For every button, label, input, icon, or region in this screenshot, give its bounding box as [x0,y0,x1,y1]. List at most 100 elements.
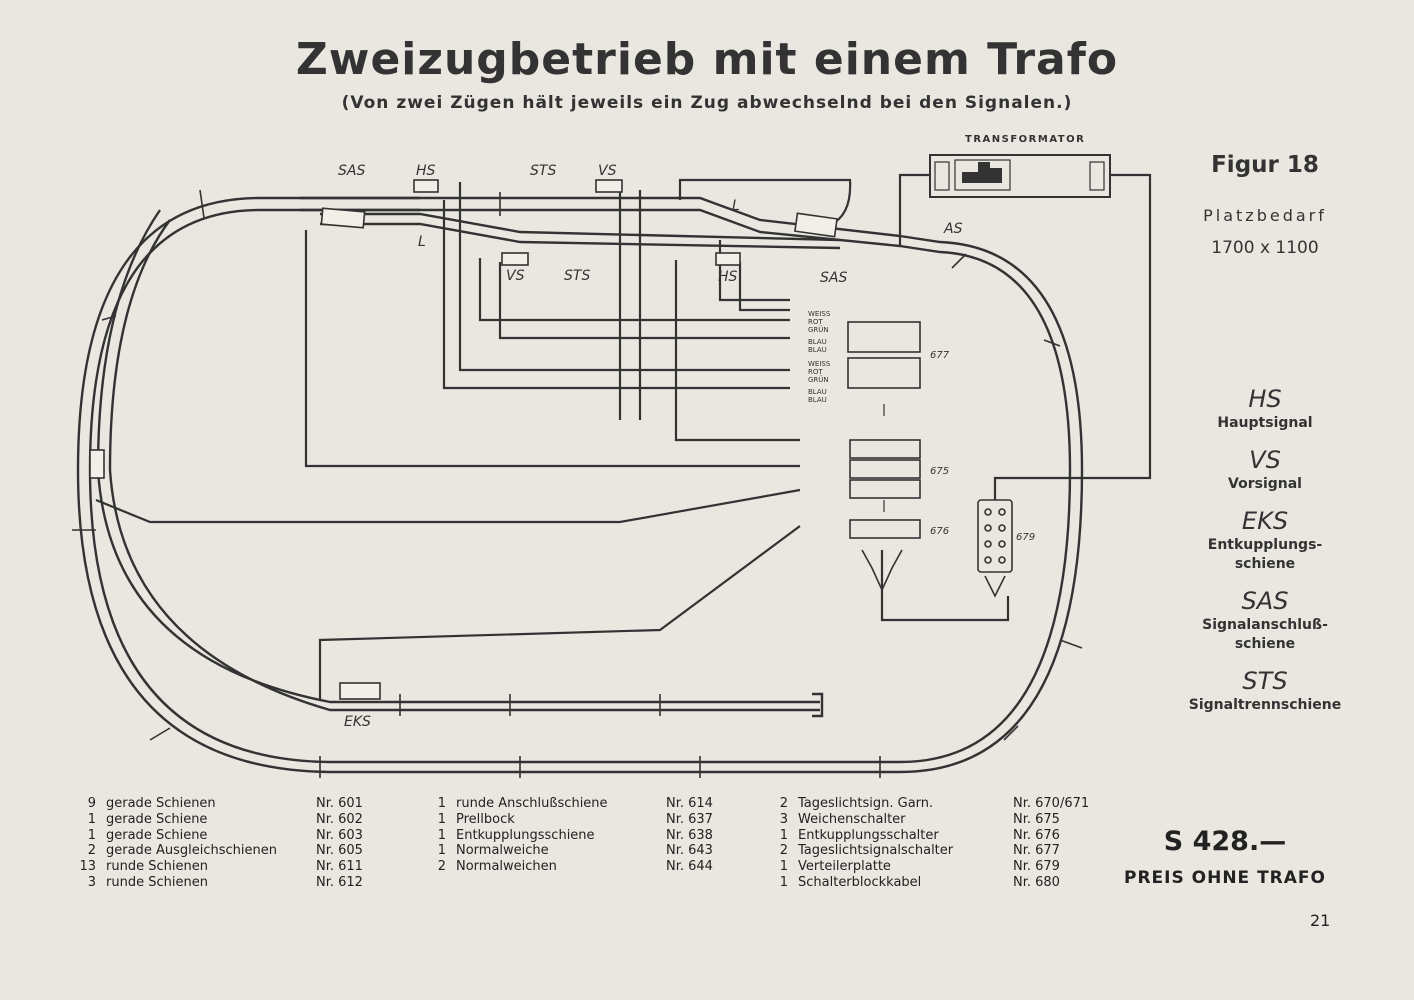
part-number: Nr. 614 [666,796,713,811]
label-l1: L [418,234,426,250]
part-quantity: 1 [779,859,788,875]
part-quantity: 1 [437,827,446,843]
wire-color-a1: WEISS [808,310,831,318]
label-sas-mid: SAS [820,270,847,286]
part-quantity: 3 [779,811,788,827]
parts-row: 1 runde Anschlußschiene Nr. 614 [424,796,736,812]
part-name: gerade Schiene [106,811,208,827]
part-name: Normalweichen [456,859,557,875]
part-number: Nr. 680 [1013,874,1060,890]
part-name: Weichenschalter [798,811,906,827]
parts-row: 9 gerade Schienen Nr. 601 [74,796,386,812]
price: S 428.— [1163,826,1287,857]
part-name: Verteilerplatte [798,859,891,875]
wire-color-a5: BLAU [808,346,827,354]
part-quantity: 1 [437,843,446,859]
legend-abbr-hs: HS [1248,385,1282,413]
legend-abbr-sas: SAS [1241,587,1289,615]
part-number: Nr. 679 [1013,859,1060,875]
part-number: Nr. 638 [666,827,713,843]
legend-desc-sas: Signalanschluß- schiene [1202,617,1328,652]
part-number: Nr. 602 [316,811,363,827]
label-l2: L [732,198,740,214]
label-hs-mid: HS [718,269,738,285]
device-number-679: 679 [1016,532,1035,543]
part-name: runde Anschlußschiene [456,796,608,811]
part-number: Nr. 677 [1013,843,1060,859]
part-name: Tageslichtsign. Garn. [798,796,934,811]
part-quantity: 9 [87,796,96,811]
part-name: gerade Schiene [106,827,208,843]
price-note: PREIS OHNE TRAFO [1124,868,1326,888]
part-name: Entkupplungsschalter [798,827,939,843]
parts-row: 1 Verteilerplatte Nr. 679 [766,859,1103,875]
wire-color-a4: BLAU [808,338,827,346]
outer-track-rail [76,196,1084,774]
wire-color-a3: GRÜN [808,325,829,334]
figure-number: Figur 18 [1211,152,1319,178]
label-vs-top: VS [598,163,617,179]
part-name: runde Schienen [106,859,208,875]
wire-color-a2: ROT [808,318,823,326]
legend-abbr-vs: VS [1249,446,1281,474]
label-hs-top: HS [416,163,436,179]
parts-row: 1 Entkupplungsschiene Nr. 638 [424,828,736,844]
inner-curve-rail [96,209,820,704]
part-number: Nr. 601 [316,796,363,811]
part-name: gerade Ausgleichschienen [106,843,277,859]
part-name: Normalweiche [456,843,549,859]
outer-track-rail-inner [88,208,1072,764]
part-quantity: 3 [87,874,96,890]
switch-blocks [847,321,1013,598]
space-value: 1700 x 1100 [1211,238,1319,258]
parts-row: 3 Weichenschalter Nr. 675 [766,812,1103,828]
part-quantity: 1 [779,827,788,843]
part-name: Tageslichtsignalschalter [798,843,954,859]
part-name: Entkupplungsschiene [456,827,595,843]
part-quantity: 1 [779,874,788,890]
page-subtitle: (Von zwei Zügen hält jeweils ein Zug abw… [341,93,1073,113]
label-vs-mid: VS [506,268,525,284]
part-quantity: 2 [437,859,446,875]
wire-color-b3: GRÜN [808,375,829,384]
legend-desc-eks: Entkupplungs- schiene [1207,537,1323,572]
inner-loop-rail-2 [320,222,841,250]
wire-color-b1: WEISS [808,360,831,368]
part-quantity: 1 [437,796,446,811]
part-number: Nr. 675 [1013,811,1060,827]
label-eks: EKS [344,714,371,730]
inner-curve-rail-2 [108,219,820,712]
parts-row: 2 Normalweichen Nr. 644 [424,859,736,875]
part-number: Nr. 676 [1013,827,1060,843]
page-title: Zweizugbetrieb mit einem Trafo [295,34,1119,85]
label-sas-top: SAS [338,163,365,179]
transformer: TRANSFORMATOR [929,134,1111,198]
part-name: Prellbock [456,811,515,827]
device-number-675: 675 [930,466,949,477]
part-number: Nr. 644 [666,859,713,875]
part-quantity: 13 [79,859,96,875]
part-number: Nr. 605 [316,843,363,859]
parts-row: 1 Entkupplungsschalter Nr. 676 [766,828,1103,844]
part-number: Nr. 612 [316,874,363,890]
wire-color-b4: BLAU [808,388,827,396]
label-sts-top: STS [530,163,556,179]
part-quantity: 1 [437,811,446,827]
legend: HS Hauptsignal VS Vorsignal EKS Entkuppl… [1150,384,1380,727]
part-quantity: 2 [87,843,96,859]
part-name: gerade Schienen [106,796,216,811]
part-number: Nr. 603 [316,827,363,843]
wire-color-b2: ROT [808,368,823,376]
part-number: Nr. 643 [666,843,713,859]
legend-desc-vs: Vorsignal [1228,476,1302,492]
